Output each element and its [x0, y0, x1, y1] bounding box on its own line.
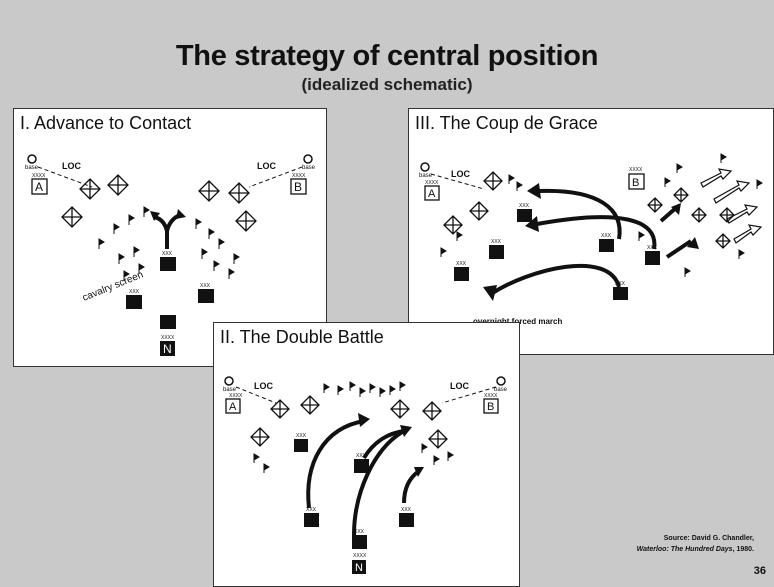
xxx-label: XXX [456, 261, 467, 267]
corps-blocks [454, 209, 660, 300]
panel-title: I. Advance to Contact [20, 113, 192, 133]
panel-double-battle: base XXXX A LOC base XXXX B LOC [213, 322, 520, 587]
xxx-label: XXX [306, 507, 317, 513]
page-number: 36 [753, 565, 766, 577]
base-b-marker: XXXX B [628, 167, 645, 190]
source-year: , 1980. [732, 546, 754, 553]
xxxx-label: XXXX [629, 167, 643, 173]
base-a-marker: base XXXX A [223, 376, 243, 414]
xxx-label: XXX [647, 245, 658, 251]
xxxx-label: XXXX [292, 173, 306, 179]
fortress-icons [61, 174, 257, 232]
xxx-label: XXX [601, 233, 612, 239]
loc-line [441, 386, 497, 404]
loc-label: LOC [451, 169, 470, 179]
xxx-label: XXX [129, 289, 140, 295]
advance-diagram: base XXXX A LOC base XXXX B LOC [25, 154, 316, 356]
loc-line [37, 166, 93, 188]
source-book-line: Waterloo: The Hundred Days, 1980. [637, 544, 754, 555]
base-b-marker: base XXXX B [483, 376, 508, 414]
fortress-icons [250, 395, 448, 449]
xxx-label: XXX [162, 251, 173, 257]
source-citation: Source: David G. Chandler, Waterloo: The… [637, 533, 754, 555]
xxxx-label: XXXX [425, 180, 439, 186]
base-a-marker: base XXXX A [419, 162, 440, 201]
xxxx-label: XXXX [161, 335, 175, 341]
army-n-box [160, 341, 175, 356]
loc-label: LOC [450, 381, 469, 391]
slide-subtitle: (idealized schematic) [301, 75, 473, 94]
arrowhead [176, 209, 186, 219]
forced-march-label: overnight forced march [473, 317, 562, 326]
coup-de-grace-diagram: base XXXX A LOC XXXX B [419, 153, 763, 326]
loc-line [248, 166, 303, 188]
army-n-label: N [163, 342, 172, 356]
double-battle-diagram: base XXXX A LOC base XXXX B LOC [223, 376, 508, 574]
base-a-marker: base XXXX A [25, 154, 48, 195]
slide-title: The strategy of central position [175, 40, 599, 72]
source-author: Source: David G. Chandler, [663, 535, 754, 542]
xxxx-label: XXXX [229, 393, 243, 399]
army-b-label: B [487, 401, 494, 413]
source-book: Waterloo: The Hundred Days [636, 546, 733, 553]
maneuver-arrows [306, 419, 421, 536]
xxx-label: XXX [200, 283, 211, 289]
xxx-label: XXX [401, 507, 412, 513]
panel-advance-to-contact: base XXXX A LOC base XXXX B LOC [13, 108, 327, 367]
army-b-label: B [294, 180, 302, 194]
army-a-label: A [428, 188, 436, 200]
army-n-box [352, 560, 366, 574]
xxx-label: XXX [296, 433, 307, 439]
xxx-label: XXX [356, 453, 367, 459]
arrowhead [150, 211, 160, 221]
xxx-label: XXX [615, 281, 626, 287]
pursuit-arrows [700, 168, 763, 244]
base-label: base [302, 165, 316, 171]
corps-blocks [126, 257, 214, 329]
xxx-label: XXX [519, 203, 530, 209]
loc-label: LOC [62, 161, 81, 171]
xxx-label: XXX [354, 529, 365, 535]
panel-coup-de-grace: base XXXX A LOC XXXX B [408, 108, 774, 355]
loc-label: LOC [254, 381, 273, 391]
fortress-icons [443, 171, 735, 249]
army-n-label: N [355, 562, 363, 574]
xxxx-label: XXXX [353, 553, 367, 559]
army-a-label: A [229, 401, 237, 413]
xxxx-label: XXXX [484, 393, 498, 399]
xxx-label: XXX [491, 239, 502, 245]
cavalry-flag-icons [440, 153, 763, 277]
loc-label: LOC [257, 161, 276, 171]
base-label: base [223, 387, 237, 393]
base-label: base [25, 165, 39, 171]
advance-arrow [153, 213, 181, 249]
corps-blocks [294, 439, 414, 549]
xxxx-label: XXXX [32, 173, 46, 179]
cavalry-flag-icons [98, 206, 240, 281]
army-a-label: A [35, 180, 43, 194]
base-b-marker: base XXXX B [290, 154, 316, 195]
base-label: base [419, 173, 433, 179]
loc-line [235, 386, 277, 404]
arrowheads [358, 413, 424, 477]
army-b-label: B [632, 177, 639, 189]
panel-title: III. The Coup de Grace [415, 113, 598, 133]
base-label: base [494, 387, 508, 393]
loc-line [430, 173, 485, 190]
panel-title: II. The Double Battle [220, 327, 384, 347]
cavalry-flag-icons [253, 381, 454, 473]
arrowheads [483, 183, 699, 301]
